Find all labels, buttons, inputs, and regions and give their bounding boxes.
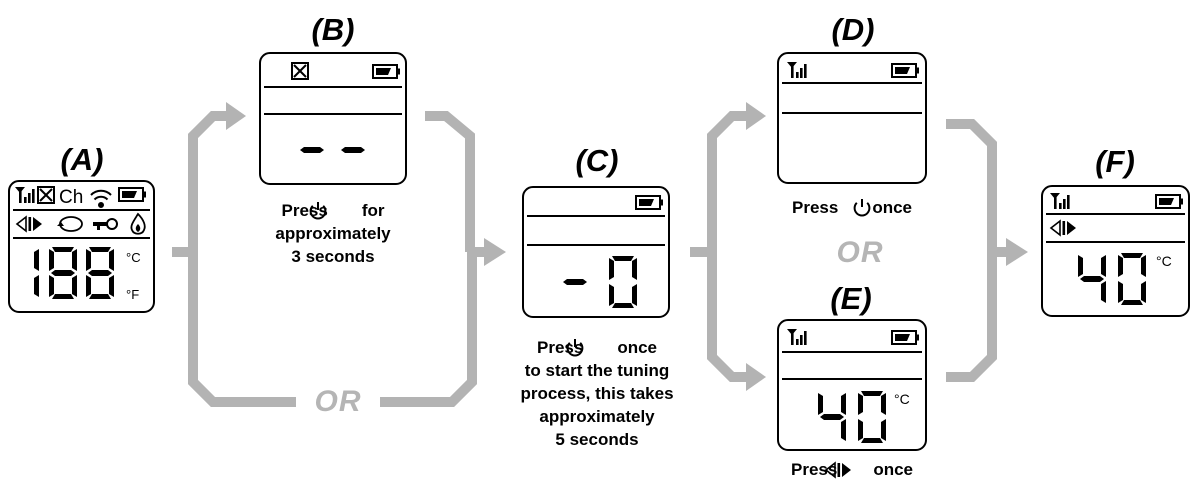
display-c (522, 186, 670, 318)
arrow-heads (226, 102, 1028, 391)
flame-icon (130, 212, 146, 235)
arrow-c-to-e (707, 252, 752, 382)
arrow-or-lower-right (380, 247, 488, 407)
arrowhead-b (226, 102, 246, 130)
caption-c-line4: approximately (539, 407, 655, 426)
unit-celsius: °C (1156, 253, 1172, 269)
arrow-b-to-c (425, 111, 475, 252)
arrowhead-d (746, 102, 766, 130)
arrowhead-c (484, 238, 506, 266)
caption-c-line3: process, this takes (520, 384, 674, 403)
arrow-d-to-f (946, 119, 1010, 257)
display-f: °C (1041, 185, 1190, 317)
key-icon (93, 218, 118, 230)
caption-b-line2: approximately (275, 224, 391, 243)
unit-celsius: °C (126, 250, 141, 265)
arrow-a-to-b-upper (172, 111, 232, 257)
connector-arrows (172, 111, 1010, 407)
channel-indicator: Ch (59, 187, 83, 208)
label-b: (B) (311, 12, 355, 47)
unit-celsius: °C (894, 391, 910, 407)
arrow-c-split (690, 111, 752, 257)
arrowhead-f (1006, 238, 1028, 266)
arrow-a-lower-path (188, 252, 296, 407)
unit-fahrenheit: °F (126, 287, 139, 302)
display-a: Ch °C °F (8, 180, 155, 313)
caption-c-line5: 5 seconds (555, 430, 639, 449)
label-f: (F) (1095, 144, 1135, 179)
arrow-e-to-f (946, 252, 997, 382)
label-c: (C) (575, 143, 619, 178)
or-label-right: OR (836, 236, 884, 269)
wifi-icon (90, 189, 112, 208)
label-d: (D) (831, 12, 875, 47)
caption-c-line2: to start the tuning (524, 361, 670, 380)
caption-b-line3: 3 seconds (291, 247, 375, 266)
arrowhead-e (746, 363, 766, 391)
display-e: °C (777, 319, 927, 451)
display-b (259, 52, 407, 185)
display-d (777, 52, 927, 184)
loop-icon (57, 216, 83, 232)
label-e: (E) (830, 281, 872, 316)
label-a: (A) (60, 142, 104, 177)
or-label-left: OR (314, 385, 362, 418)
